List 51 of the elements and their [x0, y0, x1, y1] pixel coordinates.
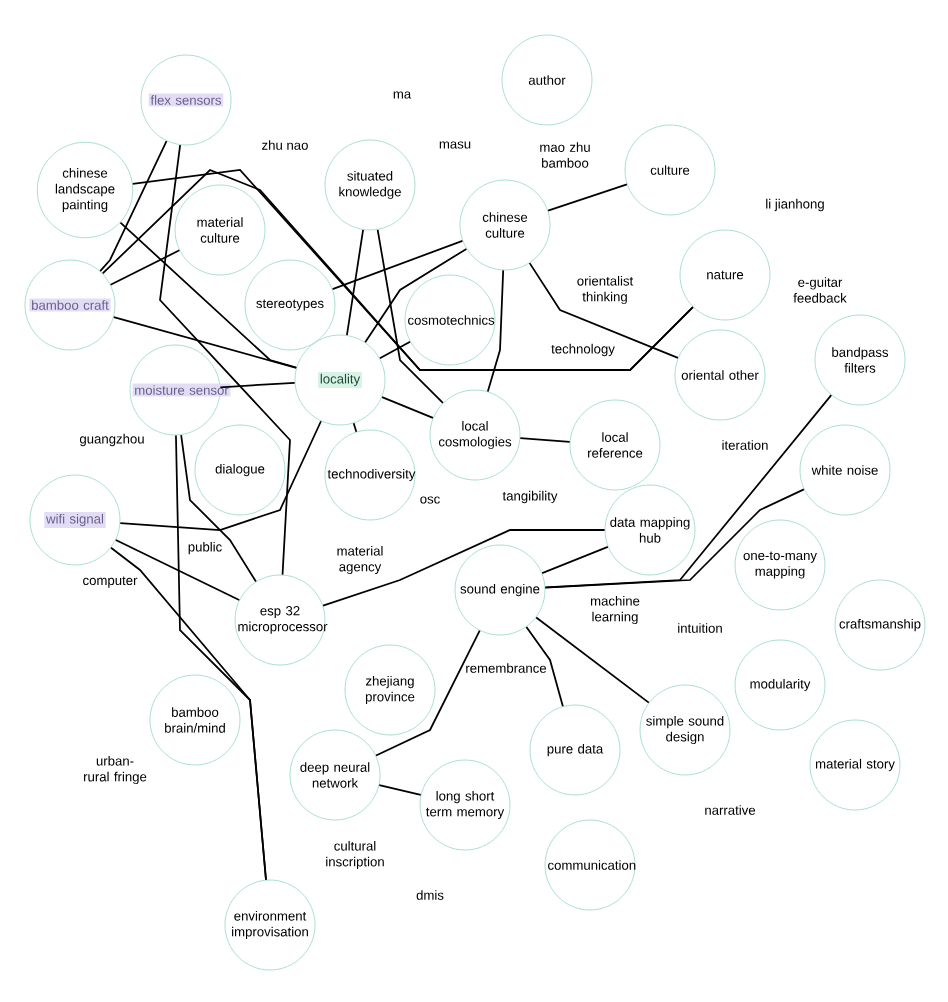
connector-line — [219, 381, 296, 389]
term-label: e-guitar feedback — [793, 277, 847, 303]
connector-line — [159, 144, 291, 576]
connector-line — [119, 420, 322, 531]
term-label: public — [188, 541, 222, 555]
connector-line — [541, 546, 609, 574]
connector-line — [378, 784, 422, 796]
connector-line — [544, 394, 833, 589]
connector-line — [331, 239, 464, 291]
term-label: li jianhong — [766, 198, 824, 212]
term-label: computer — [83, 576, 138, 588]
term-label: guangzhou — [79, 433, 144, 447]
term-label: narrative — [705, 805, 756, 815]
connector-line — [376, 228, 444, 404]
connector-line — [486, 269, 505, 393]
connector-line — [528, 262, 679, 359]
term-label: machine learning — [591, 595, 640, 625]
term-label: remembrance — [466, 663, 547, 673]
term-label: material agency — [337, 545, 383, 575]
connector-line — [119, 221, 298, 369]
term-label: zhu nao — [262, 140, 308, 150]
connector-line — [535, 616, 650, 704]
term-label: iteration — [722, 440, 768, 450]
connector-line — [352, 422, 358, 433]
connector-line — [519, 437, 571, 443]
connector-line — [379, 340, 411, 360]
term-label: urban-rural fringe — [84, 755, 147, 785]
term-label: cultural inscription — [326, 840, 384, 870]
connector-line — [110, 546, 267, 881]
connector-line — [364, 248, 468, 344]
term-label: osc — [420, 496, 440, 504]
term-label: mao zhu bamboo — [540, 142, 590, 168]
connector-line — [114, 539, 241, 601]
connector-line — [375, 629, 481, 757]
connector-line — [180, 434, 257, 583]
connector-line — [544, 488, 805, 589]
term-label: ma — [393, 91, 412, 99]
term-label: intuition — [678, 623, 722, 633]
connector-line — [109, 249, 181, 286]
connector-line — [381, 396, 434, 419]
connector-line — [547, 183, 628, 212]
connector-line — [112, 316, 298, 369]
connector-line — [322, 529, 606, 607]
term-label: tangibility — [502, 490, 558, 504]
connector-line — [525, 626, 564, 708]
connector-line — [99, 140, 168, 272]
term-label: orientalist thinking — [577, 275, 634, 305]
connector-line — [346, 229, 364, 336]
term-label: masu — [439, 141, 471, 149]
term-label: dmis — [416, 890, 444, 900]
term-label: technology — [551, 343, 615, 357]
